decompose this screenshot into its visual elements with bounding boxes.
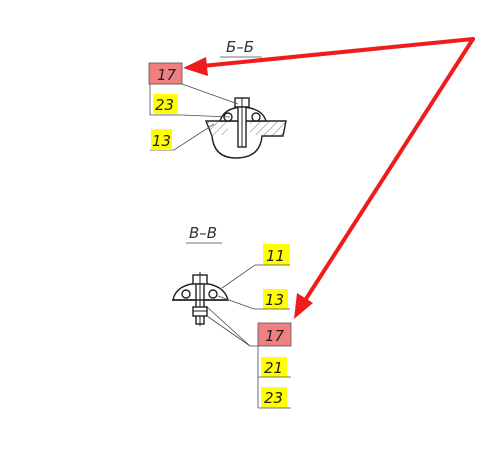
- red-arrows: [183, 37, 475, 319]
- callout-b-13: 13: [151, 129, 172, 150]
- callout-v-23-box: [261, 387, 287, 408]
- arrow-to-b-17-head: [183, 57, 208, 76]
- callout-v-11-box: [263, 244, 290, 265]
- arrow-to-v-17-shaft: [302, 37, 475, 304]
- callout-b-17-label: 17: [157, 66, 177, 84]
- callout-v-13-box: [263, 289, 288, 309]
- section-b-assembly: [204, 97, 287, 159]
- callout-v-13-label: 13: [265, 291, 284, 309]
- callout-v-21-label: 21: [264, 359, 283, 377]
- callout-v-17-box: [257, 322, 292, 347]
- callout-v-23-label: 23: [264, 389, 283, 407]
- leader-v-17-to-nut: [206, 315, 251, 347]
- callout-b-13-box: [151, 129, 172, 150]
- section-v-title: В–В: [189, 224, 217, 242]
- arrow-to-v-17-head: [294, 293, 313, 319]
- section-v-roller-left: [181, 289, 191, 299]
- callout-v-11: 11: [263, 244, 290, 266]
- leader-v-17: [205, 305, 258, 347]
- callout-b-17: 17: [148, 62, 183, 85]
- callout-v-13: 13: [263, 289, 290, 310]
- callout-b-23-label: 23: [155, 96, 174, 114]
- section-b-title: Б–Б: [226, 38, 254, 56]
- callout-v-21: 21: [258, 357, 291, 378]
- section-b-base-hatch-right: [250, 122, 285, 135]
- leader-v-13: [217, 295, 263, 310]
- section-v-roller-right: [208, 289, 218, 299]
- callout-v-11-label: 11: [266, 247, 285, 265]
- section-b-roller-right: [251, 112, 261, 122]
- section-v-assembly: [172, 272, 229, 326]
- callout-v-23: 23: [258, 387, 291, 409]
- callout-v-17: 17: [257, 322, 292, 347]
- callout-b-23-box: [153, 94, 178, 114]
- arrow-to-b-17-shaft: [200, 37, 475, 68]
- callout-v-17-label: 17: [265, 327, 285, 345]
- callout-b-17-box: [148, 62, 183, 85]
- callout-b-23: 23: [149, 84, 178, 115]
- leader-b-23: [150, 114, 231, 118]
- leader-v-11: [221, 264, 263, 289]
- callout-b-13-label: 13: [152, 132, 171, 150]
- callout-v-21-box: [261, 357, 287, 377]
